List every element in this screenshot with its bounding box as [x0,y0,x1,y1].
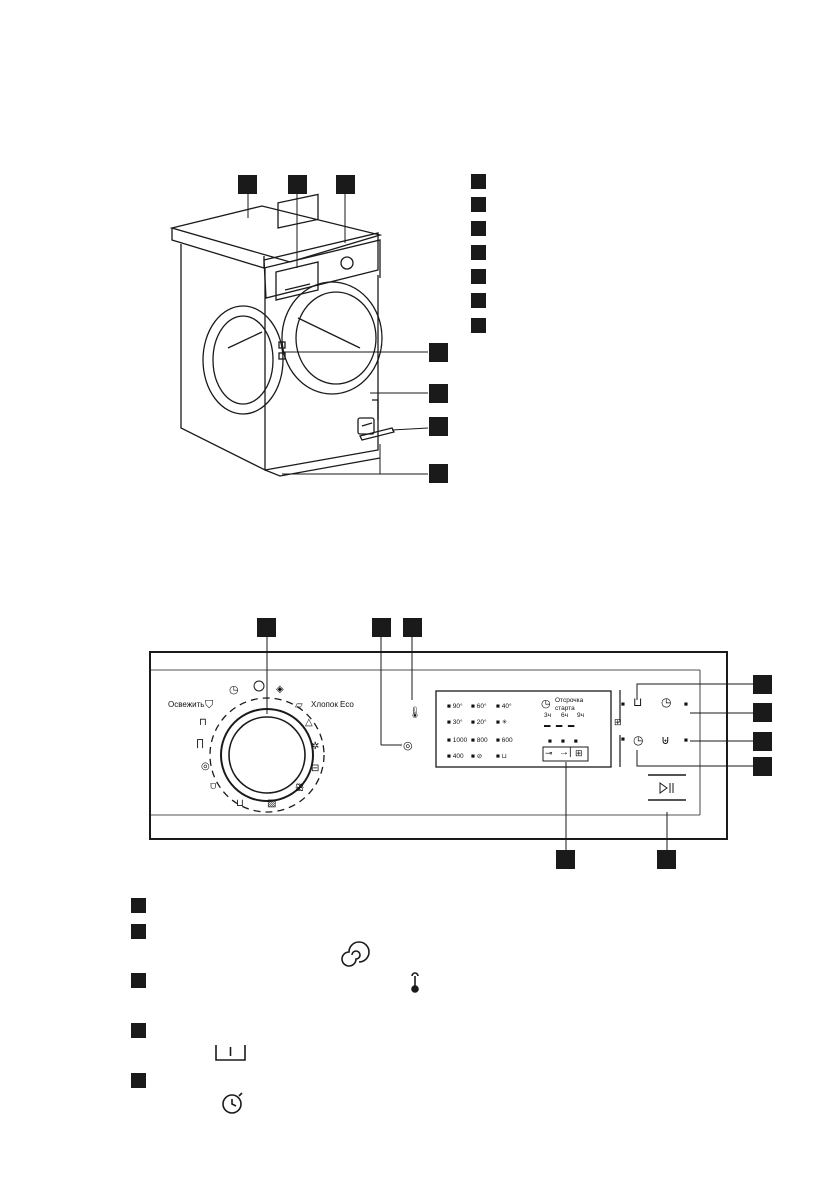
legend-marker [471,293,486,308]
callout-marker [429,343,448,362]
tub-icon: ⊟ [311,763,320,774]
clock-icon[interactable]: ◷ [661,695,672,709]
callout-marker [372,618,391,637]
trousers-icon: ∏ [196,738,205,749]
legend-marker [471,197,486,212]
clock-icon: ◷ [541,698,551,710]
delay-start-label: Отсрочка старта [555,697,584,712]
callout-marker [403,618,422,637]
callout-marker [753,757,772,776]
extra-rinse-icon[interactable]: ⊎ [661,733,670,747]
callout-marker [753,703,772,722]
delay-6h: 6ч [561,712,569,719]
callout-marker [429,417,448,436]
legend-marker [131,973,146,988]
callout-marker [753,675,772,694]
spin-400: ■ 400 [447,753,464,760]
program-refresh-label: Освежить [168,700,205,709]
blanket-icon: ▨ [267,798,277,809]
lock-icon: ⊞ [614,717,622,727]
legend-marker [131,924,146,939]
triangle-icon: △ [305,717,313,728]
delay-9h: 9ч [577,712,585,719]
no-spin: ■ ⊘ [471,753,483,760]
time-save-icon[interactable]: ◷ [633,733,644,747]
spin-800: ■ 800 [471,737,488,744]
rinse-hold: ■ ⊔ [496,753,507,760]
butterfly-icon: ꕥ [295,783,305,794]
drain-icon: ⩌ [210,781,217,792]
tag-icon: ▱ [295,700,303,711]
washing-machine-illustration [169,193,429,477]
callout-marker [429,464,448,483]
indicator: ■ [684,701,688,708]
legend-marker [471,318,486,333]
legend-marker [471,221,486,236]
temp-40: ■ 40° [496,703,512,710]
delay-3h: 3ч [544,712,552,719]
indicator: ■ [621,701,625,708]
program-cotton-eco-label: Хлопок Eco [311,700,354,709]
cube-icon: ◈ [276,684,284,695]
lock-indicators: ■ ■ ■ [548,738,578,745]
temp-30: ■ 30° [447,719,463,726]
callout-marker [288,175,307,194]
temp-cold: ■ ✳ [496,719,508,726]
shirt-icon: ⛉ [205,699,214,711]
spin-600: ■ 600 [496,737,513,744]
callout-marker [257,618,276,637]
callout-marker [753,732,772,751]
legend-marker [471,245,486,260]
clock-icon: ◷ [229,684,239,696]
jeans-icon: ⊓ [199,717,207,728]
door-lock-icon: ⊞ [575,748,583,758]
temp-60: ■ 60° [471,703,487,710]
prewash-icon[interactable]: ⊔ [633,695,643,709]
arrow-icon: →| [559,747,572,758]
legend-marker [471,269,486,284]
spin-1000: ■ 1000 [447,737,468,744]
temp-90: ■ 90° [447,703,463,710]
spiral-icon[interactable]: ◎ [403,740,413,752]
callout-marker [238,175,257,194]
thermometer-icon[interactable]: 🌡 [408,707,422,719]
indicator: ■ [684,737,688,744]
callout-marker [336,175,355,194]
control-panel-illustration [149,636,755,852]
callout-marker [657,850,676,869]
legend-marker [471,174,486,189]
legend-marker [131,1023,146,1038]
callout-marker [429,384,448,403]
snowflake-icon: ✲ [311,741,320,752]
delay-indicators: ▬ ▬ ▬ [544,722,575,729]
spiral-icon: ◎ [201,761,210,772]
callout-marker [556,850,575,869]
indicator: ■ [621,736,625,743]
legend-marker [131,1073,146,1088]
basin-icon: ⊔ [236,798,244,809]
key-icon: ⊸ [545,748,553,758]
legend-marker [131,898,146,913]
temp-20: ■ 20° [471,719,487,726]
